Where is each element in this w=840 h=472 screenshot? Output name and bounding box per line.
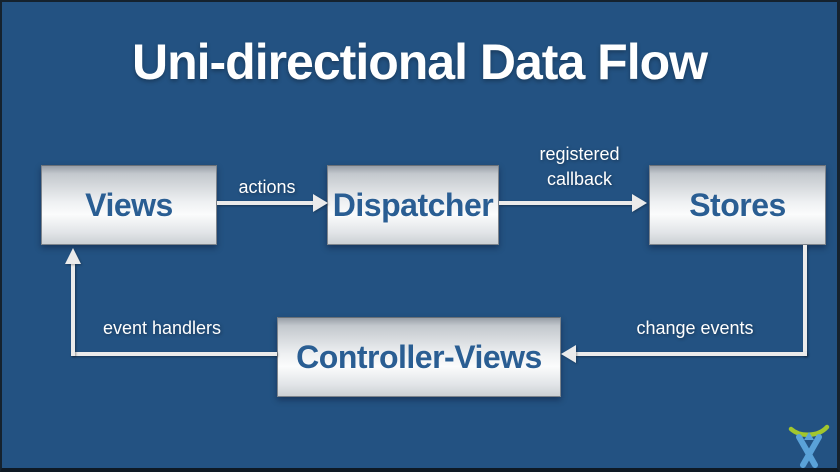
arrow-views-to-dispatcher-shaft	[217, 201, 314, 205]
arrow-controller-to-views-vertical-shaft	[71, 263, 75, 356]
edge-label-event-handlers: event handlers	[102, 318, 222, 338]
edge-label-registered-callback: registered callback	[539, 144, 620, 189]
arrow-stores-to-controller-vertical-shaft	[803, 245, 807, 356]
edge-label-change-events: change events	[636, 318, 754, 338]
arrow-dispatcher-to-stores-shaft	[499, 201, 633, 205]
node-dispatcher-label: Dispatcher	[332, 186, 494, 223]
arrow-stores-to-controller-horizontal-shaft	[575, 352, 807, 356]
arrow-dispatcher-to-stores-head	[632, 194, 647, 212]
node-controller-views-label: Controller-Views	[296, 338, 542, 375]
arrow-stores-to-controller-head	[561, 345, 576, 363]
atlassian-logo-icon	[788, 424, 830, 468]
arrow-views-to-dispatcher-head	[313, 194, 328, 212]
node-stores: Stores	[649, 165, 826, 245]
node-views-label: Views	[85, 186, 173, 223]
edge-label-actions: actions	[238, 177, 296, 197]
node-stores-label: Stores	[689, 186, 786, 223]
slide-title: Uni-directional Data Flow	[131, 34, 708, 90]
arrow-controller-to-views-horizontal-shaft	[71, 352, 277, 356]
node-controller-views: Controller-Views	[277, 317, 561, 397]
node-views: Views	[41, 165, 217, 245]
node-dispatcher: Dispatcher	[327, 165, 499, 245]
arrow-controller-to-views-head	[65, 248, 81, 264]
